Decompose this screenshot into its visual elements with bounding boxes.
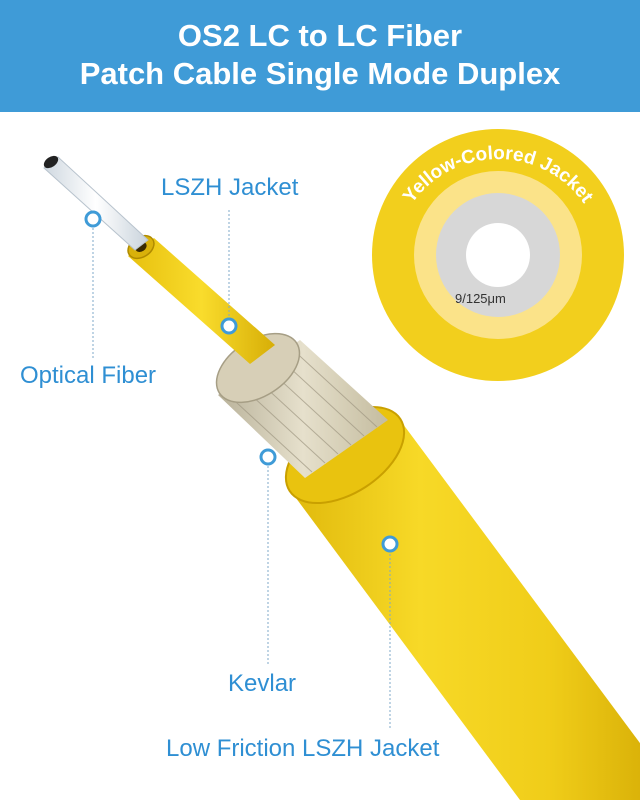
kevlar-label: Kevlar [228, 670, 297, 697]
lszh-jacket-label: LSZH Jacket [161, 174, 299, 201]
fiber-spec-label: 9/125μm [455, 291, 506, 306]
optical-fiber-label: Optical Fiber [20, 362, 157, 389]
marker-optical [84, 210, 102, 228]
optical-fiber [43, 155, 149, 251]
kevlar-bundle [215, 332, 388, 478]
title-line-1: OS2 LC to LC Fiber [177, 18, 463, 53]
cable-illustration: Yellow-Colored Jacket [43, 129, 640, 800]
marker-lszh [220, 317, 238, 335]
title-line-2: Patch Cable Single Mode Duplex [79, 56, 561, 91]
inner-jacket [127, 234, 275, 364]
marker-friction [381, 535, 399, 553]
marker-kevlar [259, 448, 277, 466]
title-banner: OS2 LC to LC Fiber Patch Cable Single Mo… [0, 0, 640, 112]
low-friction-jacket-label: Low Friction LSZH Jacket [166, 735, 440, 762]
cross-section: Yellow-Colored Jacket [372, 129, 624, 381]
